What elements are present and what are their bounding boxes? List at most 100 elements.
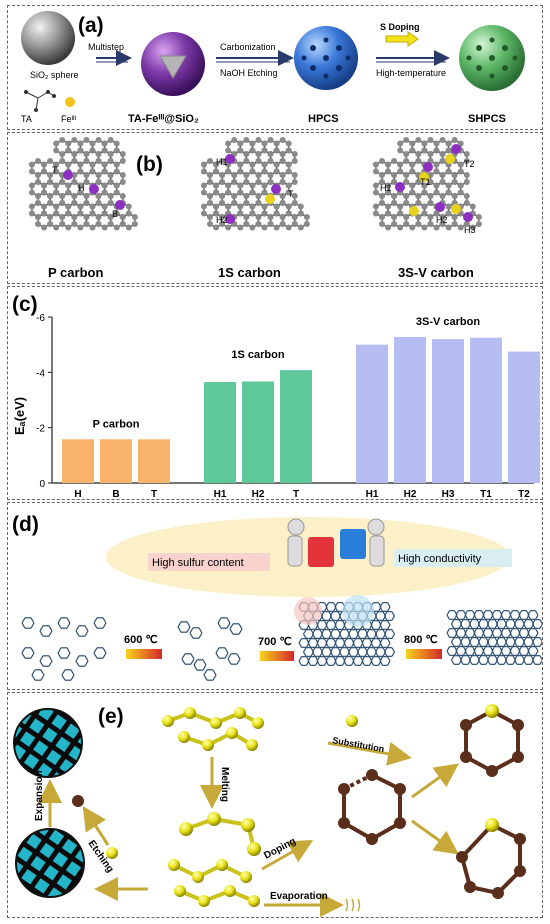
carbon-atom: [457, 168, 464, 175]
carbon-atom: [255, 172, 262, 178]
bond: [486, 659, 491, 665]
bond: [198, 627, 203, 634]
carbon-atom: [403, 137, 410, 143]
bond: [316, 638, 321, 644]
carbon-atom: [415, 193, 422, 199]
carbon-atom: [415, 137, 422, 143]
bond: [31, 674, 36, 681]
bond: [539, 619, 544, 625]
carbon-atom: [285, 224, 292, 231]
carbon-atom: [397, 161, 404, 168]
bond: [334, 660, 339, 666]
carbon-atom: [237, 224, 244, 231]
carbon-atom: [83, 221, 90, 227]
expansion-label: Expansion: [34, 770, 45, 821]
carbon-atom: [83, 200, 90, 206]
bond: [217, 617, 222, 624]
bond: [504, 659, 509, 665]
carbon-atom: [451, 221, 458, 227]
carbon-atom: [113, 161, 120, 168]
carbon-atom: [303, 214, 310, 220]
bond: [450, 619, 455, 625]
carbon-atom: [237, 203, 244, 210]
site-label: B: [112, 209, 118, 219]
bond: [186, 626, 191, 633]
carbon-atom: [409, 224, 416, 231]
bond: [477, 619, 482, 625]
bond: [307, 656, 312, 662]
carbon-atom: [95, 158, 102, 164]
carbon-atom: [225, 182, 232, 189]
carbon-atom: [391, 179, 398, 185]
sulfur-atom: [451, 204, 461, 214]
bond: [464, 610, 469, 616]
bond: [374, 611, 379, 617]
bond: [531, 655, 536, 661]
bond: [189, 632, 194, 639]
bond: [464, 628, 469, 634]
carbon-atom: [255, 214, 262, 220]
s-doped-hexagon: [464, 709, 520, 773]
carbon-atom: [71, 158, 78, 164]
bond: [491, 646, 496, 652]
carbon-atom: [255, 179, 262, 185]
bond: [343, 642, 348, 648]
panel-c-letter: (c): [12, 293, 38, 316]
carbon-atom: [77, 147, 84, 154]
bond: [468, 659, 473, 665]
bond: [48, 655, 53, 662]
carbon-atom: [237, 140, 244, 147]
carbon-atom: [59, 179, 66, 185]
bond: [39, 660, 44, 667]
bond: [311, 629, 316, 635]
carbon-zoom-circle: [342, 595, 374, 627]
site-label: T: [288, 189, 294, 199]
carbon-atom: [125, 224, 132, 231]
bond: [379, 656, 384, 662]
bond: [320, 629, 325, 635]
bond: [386, 638, 391, 644]
bond: [518, 650, 523, 656]
carbon-atom: [372, 210, 379, 217]
y-tick-label: -2: [36, 424, 45, 435]
carbon-atom: [207, 158, 213, 164]
bond: [334, 656, 339, 662]
bond: [57, 622, 62, 629]
bond: [93, 617, 98, 624]
carbon-atom: [77, 140, 84, 147]
carbon-atom: [421, 189, 428, 196]
carbon-atom: [71, 151, 78, 157]
s-doped-pentagon-atoms: [456, 833, 526, 899]
carbon-atom: [101, 203, 108, 210]
adsorbate-atom: [271, 184, 281, 194]
carbon-atom: [41, 210, 48, 217]
carbon-atom: [41, 182, 48, 189]
carbon-atom: [53, 203, 60, 210]
carbon-atom: [207, 200, 213, 206]
carbon-atom: [47, 200, 54, 206]
carbon-atom: [95, 200, 102, 206]
carbon-atom: [285, 147, 292, 154]
bond: [75, 655, 80, 662]
bond: [495, 659, 500, 665]
adsorbate-atom: [451, 144, 461, 154]
bond: [70, 674, 75, 681]
carbon-atom: [463, 200, 470, 206]
carbon-atom: [119, 158, 126, 164]
carbon-atom: [279, 179, 286, 185]
hightemp-label: High-temperature: [376, 68, 446, 78]
carbon-atom: [445, 140, 452, 147]
site-label: H3: [464, 225, 476, 235]
carbon-atom: [113, 140, 120, 147]
carbon-atom: [372, 203, 379, 210]
bond: [500, 646, 505, 652]
fe-label: Feᴵᴵᴵ: [61, 114, 77, 124]
carbon-atom: [379, 179, 385, 185]
carbon-atom: [457, 182, 464, 189]
bond: [504, 641, 509, 647]
bond: [455, 614, 460, 620]
carbon-atom: [255, 193, 262, 199]
high-conductivity-box: [394, 549, 512, 567]
product-arrow-2: [411, 819, 459, 855]
bond: [39, 630, 44, 637]
